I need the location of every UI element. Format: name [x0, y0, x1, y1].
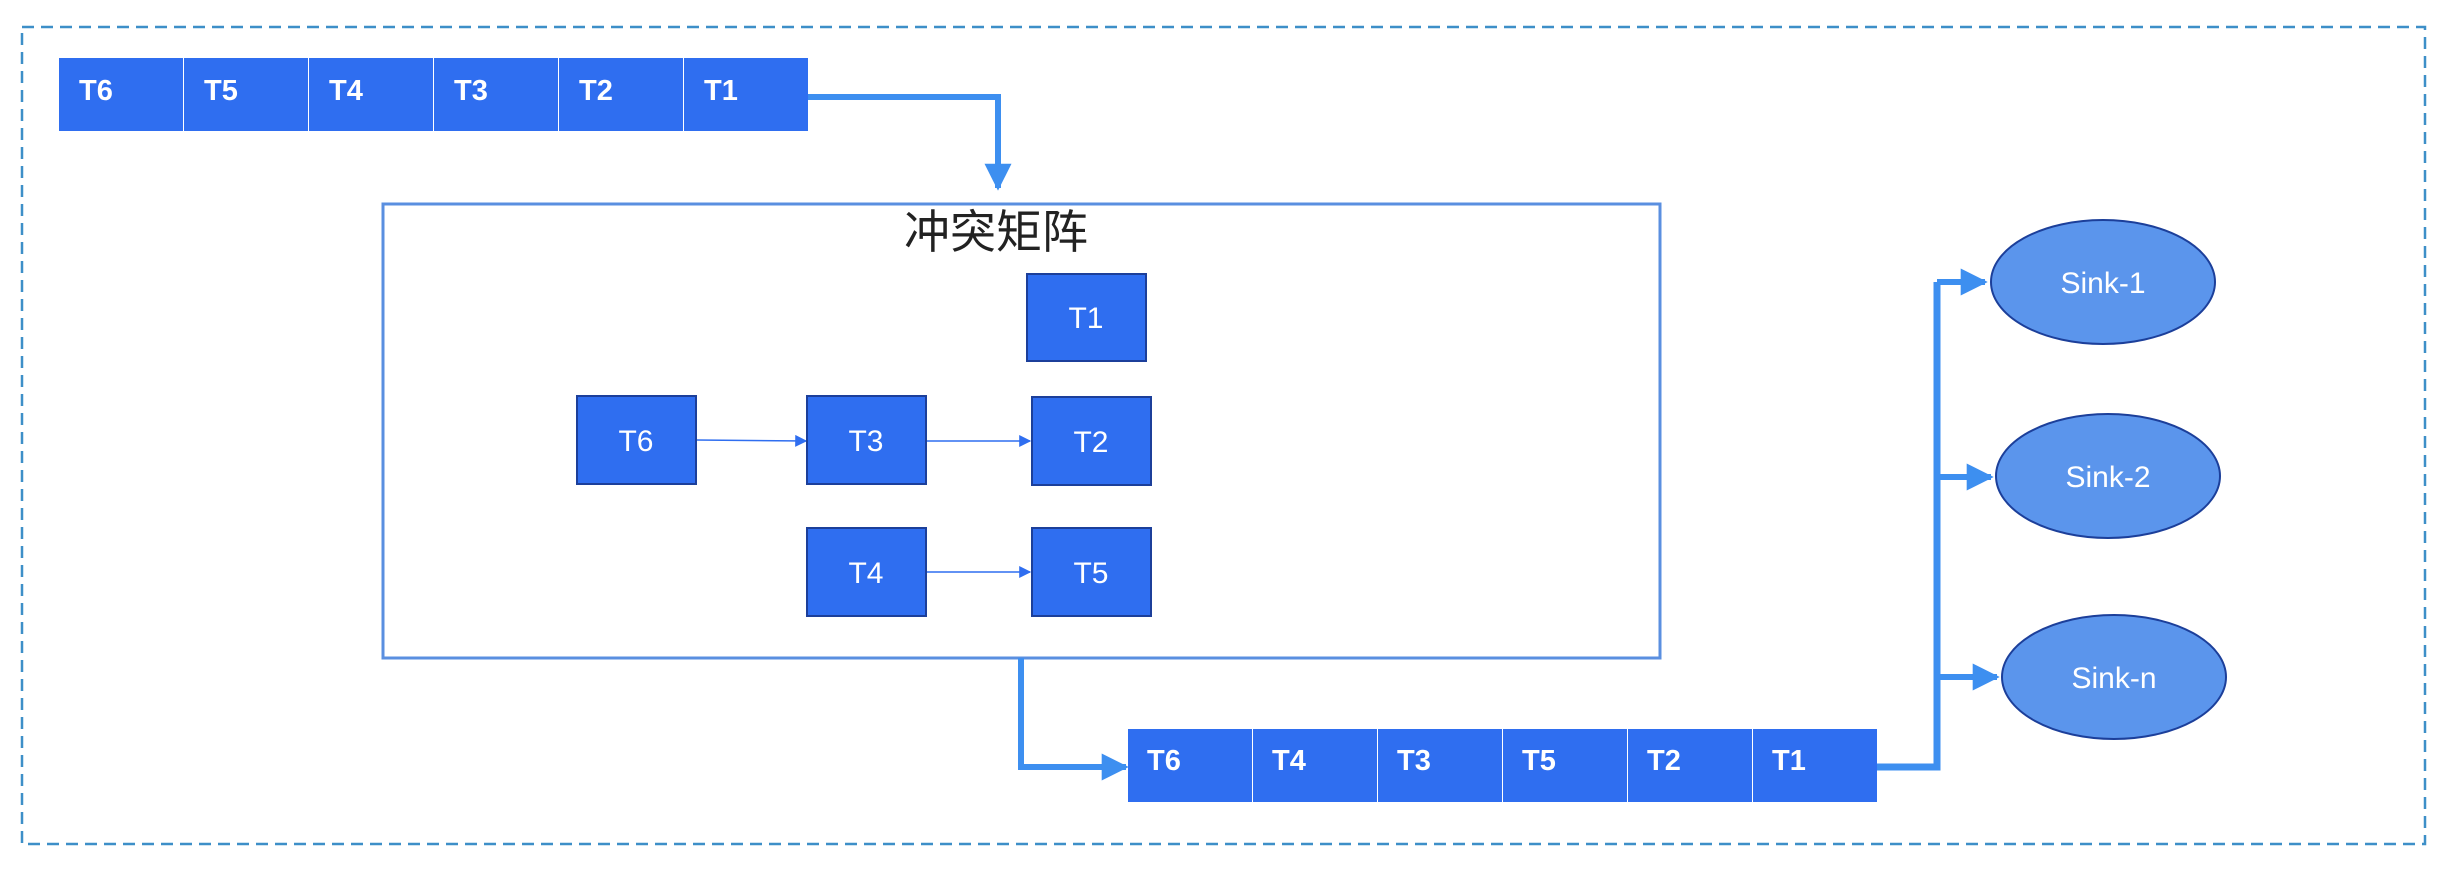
- matrix-to-output-arrow: [1018, 658, 1129, 781]
- output-trunk-line: [1877, 282, 1941, 771]
- sink-n: Sink-n: [2001, 614, 2227, 740]
- matrix-node-t3: T3: [806, 395, 927, 485]
- matrix-node-label: T3: [848, 425, 883, 458]
- input-queue-cell: T1: [684, 58, 808, 131]
- matrix-node-label: T5: [1073, 557, 1108, 590]
- conflict-matrix-title: 冲突矩阵: [904, 205, 1088, 259]
- dependency-arrow-t6-t3: [695, 434, 808, 447]
- sink-label: Sink-n: [2071, 662, 2156, 695]
- matrix-node-label: T2: [1073, 426, 1108, 459]
- sink-1: Sink-1: [1990, 219, 2216, 345]
- matrix-node-t6: T6: [576, 395, 697, 485]
- outer-dashed-boundary: [20, 25, 2427, 846]
- input-queue-label: T6: [79, 75, 113, 107]
- input-queue-cell: T2: [559, 58, 683, 131]
- matrix-node-label: T6: [618, 425, 653, 458]
- input-queue-label: T2: [579, 75, 613, 107]
- matrix-node-label: T1: [1068, 302, 1103, 335]
- matrix-node-label: T4: [848, 557, 883, 590]
- input-queue-cell: T3: [434, 58, 558, 131]
- output-queue-cell: T1: [1753, 729, 1877, 802]
- matrix-node-t2: T2: [1031, 396, 1152, 486]
- input-to-matrix-arrow: [808, 94, 1012, 191]
- input-queue-label: T5: [204, 75, 238, 107]
- input-queue: T6 T5 T4 T3 T2 T1: [59, 58, 808, 131]
- input-queue-cell: T5: [184, 58, 308, 131]
- output-queue-label: T6: [1147, 745, 1181, 777]
- output-queue-cell: T2: [1628, 729, 1752, 802]
- input-queue-label: T3: [454, 75, 488, 107]
- output-queue-label: T4: [1272, 745, 1306, 777]
- output-queue-cell: T6: [1128, 729, 1252, 802]
- matrix-node-t1: T1: [1026, 273, 1147, 362]
- output-queue-label: T3: [1397, 745, 1431, 777]
- output-queue: T6 T4 T3 T5 T2 T1: [1128, 729, 1877, 802]
- sink-2: Sink-2: [1995, 413, 2221, 539]
- matrix-node-t4: T4: [806, 527, 927, 617]
- output-queue-cell: T5: [1503, 729, 1627, 802]
- output-queue-label: T1: [1772, 745, 1806, 777]
- output-queue-cell: T4: [1253, 729, 1377, 802]
- input-queue-cell: T6: [59, 58, 183, 131]
- input-queue-cell: T4: [309, 58, 433, 131]
- conflict-matrix-frame: [381, 202, 1662, 660]
- matrix-node-t5: T5: [1031, 527, 1152, 617]
- conflict-matrix: 冲突矩阵 T1 T6 T3 T2 T4 T5: [381, 202, 1662, 660]
- sink-label: Sink-2: [2065, 461, 2150, 494]
- input-queue-label: T1: [704, 75, 738, 107]
- sink-fanout: [1877, 268, 2000, 771]
- input-queue-label: T4: [329, 75, 363, 107]
- output-queue-label: T2: [1647, 745, 1681, 777]
- sink-label: Sink-1: [2060, 267, 2145, 300]
- output-queue-label: T5: [1522, 745, 1556, 777]
- output-queue-cell: T3: [1378, 729, 1502, 802]
